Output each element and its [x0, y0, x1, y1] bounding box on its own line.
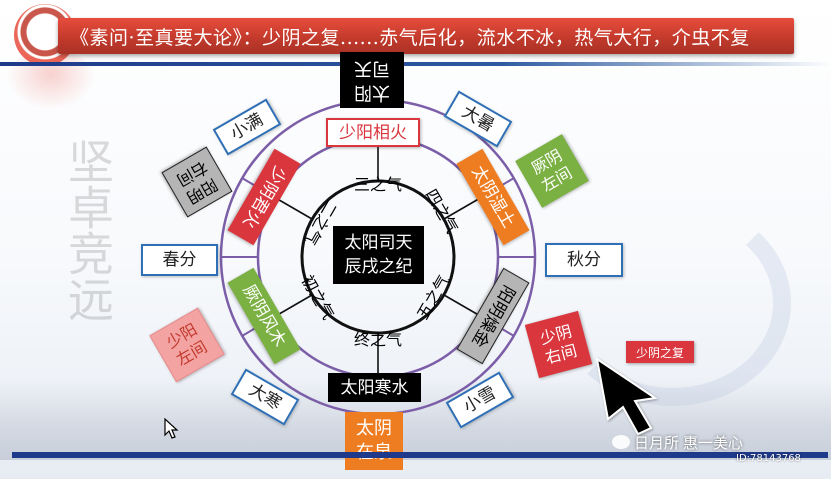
background-calligraphy: 坚卓竞远: [61, 138, 115, 322]
qi-shaoyang-xianghuo: 少阳相火: [326, 118, 420, 147]
center-line2: 辰戌之纪: [344, 257, 413, 277]
qi-taiyang-hanshui: 太阳寒水: [328, 373, 421, 402]
sector-label-top: 三之气: [354, 175, 402, 194]
term-qiufen: 秋分: [545, 243, 623, 277]
shaoyin-fu-badge: 少阴之复: [626, 341, 694, 363]
watermark-suffix: 惠一美心: [683, 433, 744, 452]
center-line1: 太阳司天: [344, 233, 413, 253]
sector-label-lower-left: 初之气: [298, 272, 338, 323]
mouse-pointer-icon: [164, 418, 179, 439]
footer-bar: [12, 452, 828, 458]
header-underline: [0, 62, 831, 66]
center-box: 太阳司天 辰戌之纪: [333, 226, 424, 284]
slide-title: 《素问·至真要大论》：少阴之复......赤气后化，流水不冰，热气大行，介虫不复: [70, 26, 750, 49]
chat-icon: [612, 435, 630, 449]
watermark: 日月所 惠一美心: [612, 430, 743, 454]
term-chunfen: 春分: [141, 244, 218, 276]
watermark-id: ID:78143768: [736, 453, 801, 464]
arrow-cursor-icon: [595, 356, 658, 436]
position-sitian: 太阳司天: [340, 52, 404, 108]
watermark-name: 日月所: [634, 433, 680, 452]
position-zaiquan: 太阴在泉: [345, 412, 403, 470]
title-banner: 《素问·至真要大论》：少阴之复......赤气后化，流水不冰，热气大行，介虫不复: [58, 18, 794, 54]
sector-label-bottom: 终之气: [354, 330, 402, 349]
